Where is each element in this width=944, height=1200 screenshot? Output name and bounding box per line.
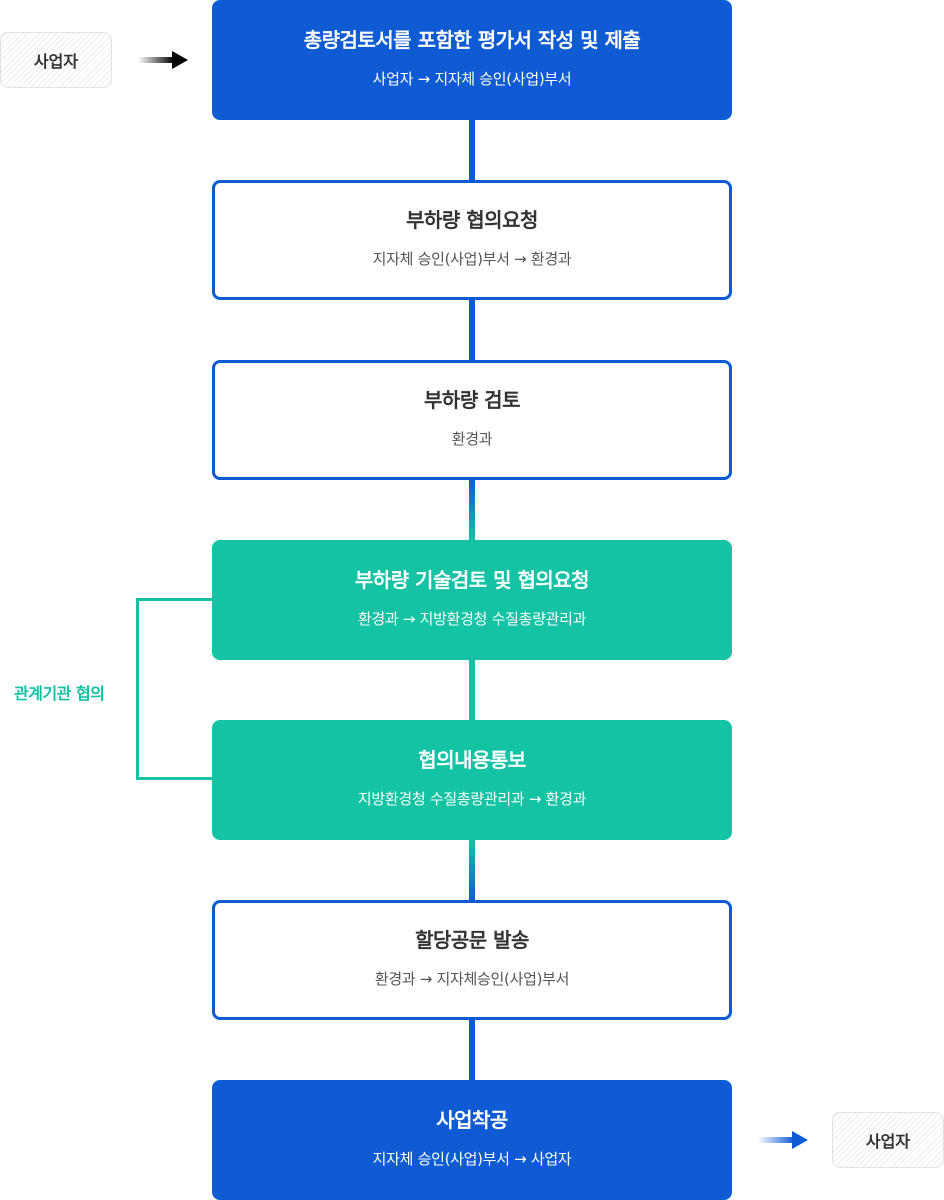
step-title: 부하량 협의요청 <box>406 208 538 232</box>
step-subtitle: 사업자 → 지자체 승인(사업)부서 <box>372 70 572 88</box>
connector-line <box>469 660 475 720</box>
consultation-bracket <box>136 598 212 780</box>
step-subtitle: 환경과 → 지방환경청 수질총량관리과 <box>357 610 587 628</box>
arrow-right-icon <box>138 51 188 69</box>
actor-box-end: 사업자 <box>832 1112 944 1168</box>
step-box: 할당공문 발송 환경과 → 지자체승인(사업)부서 <box>212 900 732 1020</box>
step-subtitle: 환경과 → 지자체승인(사업)부서 <box>374 970 570 988</box>
step-title: 협의내용통보 <box>418 748 526 772</box>
connector-line <box>469 120 475 180</box>
step-title: 부하량 기술검토 및 협의요청 <box>354 568 590 592</box>
connector-line <box>469 840 475 900</box>
connector-line <box>469 300 475 360</box>
actor-label: 사업자 <box>33 52 79 71</box>
step-box: 협의내용통보 지방환경청 수질총량관리과 → 환경과 <box>212 720 732 840</box>
step-box: 부하량 검토 환경과 <box>212 360 732 480</box>
step-box: 총량검토서를 포함한 평가서 작성 및 제출 사업자 → 지자체 승인(사업)부… <box>212 0 732 120</box>
step-title: 사업착공 <box>436 1108 508 1132</box>
actor-label: 사업자 <box>865 1132 911 1151</box>
step-box: 사업착공 지자체 승인(사업)부서 → 사업자 <box>212 1080 732 1200</box>
step-subtitle: 환경과 <box>451 430 493 448</box>
bracket-label: 관계기관 협의 <box>14 684 105 703</box>
step-box: 부하량 협의요청 지자체 승인(사업)부서 → 환경과 <box>212 180 732 300</box>
step-title: 총량검토서를 포함한 평가서 작성 및 제출 <box>303 28 641 52</box>
step-subtitle: 지자체 승인(사업)부서 → 환경과 <box>372 250 572 268</box>
step-title: 부하량 검토 <box>424 388 520 412</box>
arrow-right-icon <box>758 1131 808 1149</box>
connector-line <box>469 1020 475 1080</box>
connector-line <box>469 480 475 540</box>
step-subtitle: 지자체 승인(사업)부서 → 사업자 <box>372 1150 572 1168</box>
step-subtitle: 지방환경청 수질총량관리과 → 환경과 <box>357 790 587 808</box>
step-box: 부하량 기술검토 및 협의요청 환경과 → 지방환경청 수질총량관리과 <box>212 540 732 660</box>
step-title: 할당공문 발송 <box>415 928 529 952</box>
actor-box-start: 사업자 <box>0 32 112 88</box>
